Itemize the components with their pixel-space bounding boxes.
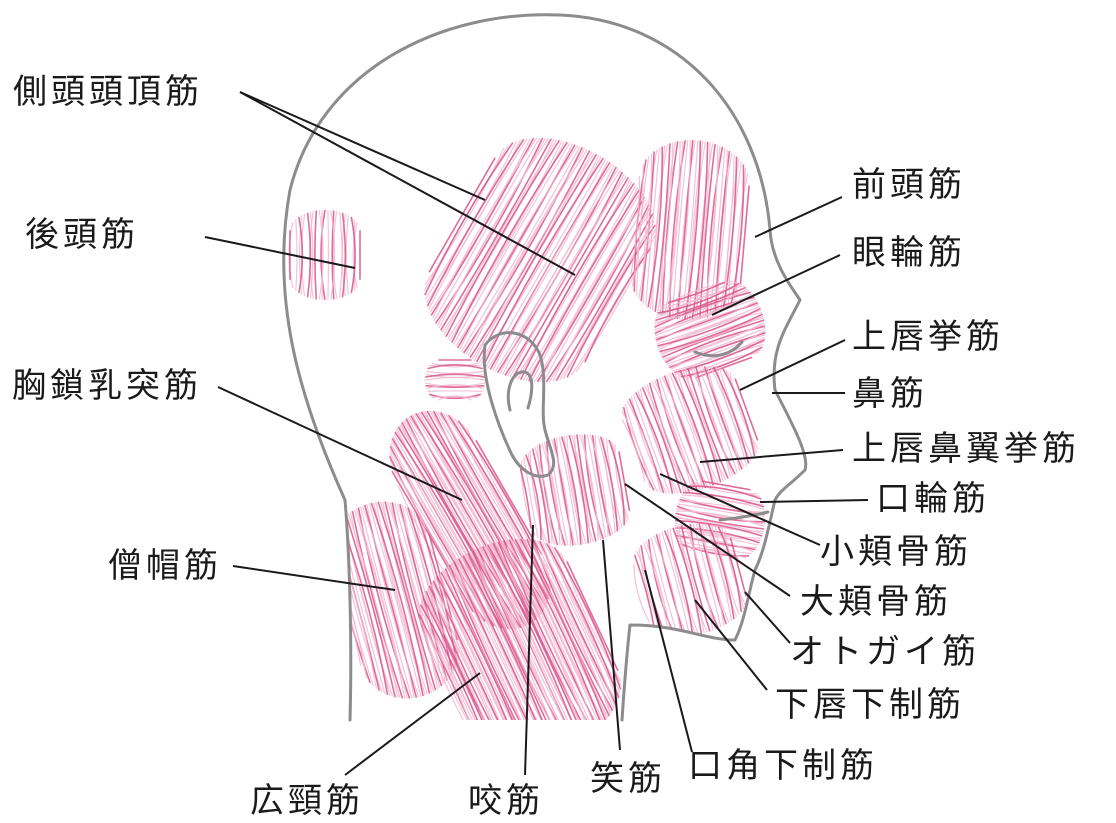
- muscle-fiber: [425, 148, 504, 285]
- label-trapezius: 僧帽筋: [108, 546, 222, 586]
- label-risorius: 笑筋: [590, 759, 666, 799]
- chin-fibers: [634, 524, 746, 637]
- muscle-fiber: [308, 213, 311, 298]
- muscle-fibers: [289, 138, 765, 761]
- label-zygomaticus-minor: 小頬骨筋: [820, 532, 972, 572]
- muscle-fiber: [664, 376, 705, 489]
- muscle-fiber: [741, 186, 750, 285]
- platysma-fibers: [419, 539, 621, 761]
- muscle-fiber: [426, 141, 517, 299]
- label-masseter: 咬筋: [468, 781, 544, 821]
- label-orbicularis-oculi: 眼輪筋: [852, 233, 966, 273]
- muscle-fiber: [673, 528, 702, 634]
- muscle-fiber: [426, 371, 483, 373]
- muscle-fiber: [339, 524, 385, 694]
- muscle-fiber: [425, 378, 485, 380]
- muscle-fiber: [515, 179, 630, 378]
- muscle-fiber: [437, 138, 545, 326]
- muscle-fiber: [378, 502, 429, 694]
- muscle-fiber: [429, 139, 528, 310]
- label-levator-labii-alaeque-nasi: 上唇鼻翼挙筋: [852, 429, 1080, 469]
- muscle-fiber: [343, 213, 346, 298]
- label-orbicularis-oris: 口輪筋: [876, 479, 990, 519]
- label-platysma: 広頸筋: [250, 781, 364, 821]
- muscle-fiber: [315, 211, 316, 300]
- muscle-fiber: [340, 212, 342, 298]
- muscle-fiber: [425, 374, 485, 377]
- cheek-fibers: [622, 366, 758, 493]
- label-sternocleidomastoid: 胸鎖乳突筋: [12, 366, 202, 406]
- label-mentalis: オトガイ筋: [790, 632, 980, 672]
- muscle-fiber: [556, 214, 652, 381]
- label-temporoparietalis: 側頭頭頂筋: [13, 72, 203, 112]
- label-depressor-anguli-oris: 口角下制筋: [688, 746, 878, 786]
- temporal-fibers: [425, 138, 656, 382]
- muscle-fiber: [462, 146, 580, 351]
- occipital-fibers: [289, 210, 360, 300]
- muscle-fiber: [328, 210, 329, 300]
- label-nasalis: 鼻筋: [852, 374, 928, 414]
- muscle-fiber: [737, 173, 748, 296]
- label-depressor-labii-inferioris: 下唇下制筋: [775, 685, 965, 725]
- preauricular-fibers: [425, 360, 485, 400]
- muscle-fiber: [427, 391, 482, 392]
- label-occipitalis: 後頭筋: [25, 215, 139, 255]
- muscle-fiber: [347, 516, 396, 698]
- label-zygomaticus-major: 大頬骨筋: [800, 582, 952, 622]
- muscle-fiber: [433, 138, 537, 318]
- label-levator-labii-superioris: 上唇挙筋: [852, 317, 1004, 357]
- orbital-fibers: [655, 281, 766, 378]
- muscle-fiber: [346, 215, 348, 295]
- label-frontalis: 前頭筋: [852, 165, 966, 205]
- masseter-fibers: [521, 434, 630, 545]
